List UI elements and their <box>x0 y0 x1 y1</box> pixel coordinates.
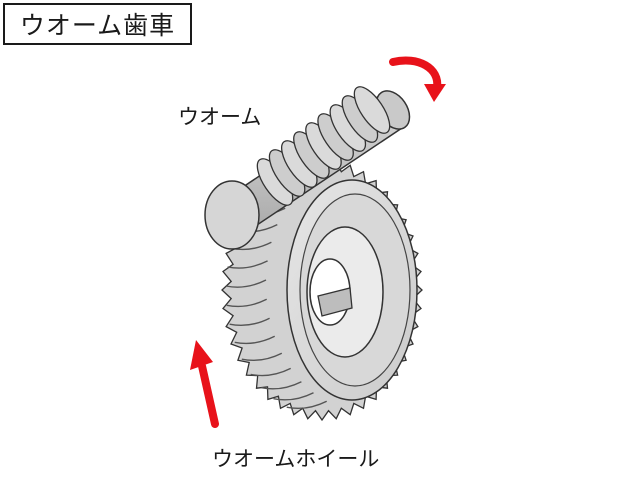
diagram-title: ウオーム歯車 <box>3 3 192 45</box>
worm-wheel-label: ウオームホイール <box>212 447 380 471</box>
worm <box>204 86 411 250</box>
wheel-tooth-stripe <box>226 298 268 308</box>
wheel-tooth-stripe <box>250 367 292 377</box>
wheel-tooth-stripe <box>273 392 314 401</box>
wheel-tooth-stripe <box>261 381 302 390</box>
worm-label: ウオーム <box>178 105 262 129</box>
worm-wheel <box>221 158 423 422</box>
wheel-tooth-stripe <box>229 317 270 327</box>
wheel-tooth-stripe <box>227 260 268 269</box>
worm-shaft-left-end <box>204 180 260 250</box>
wheel-tooth-stripe <box>241 352 283 362</box>
wheel-tooth-stripe <box>234 335 276 345</box>
wheel-keyway <box>317 287 353 317</box>
wheel-tooth-stripe <box>225 279 267 288</box>
curved-arrow-icon <box>389 56 446 102</box>
worm-threads <box>256 86 391 206</box>
wheel-tooth-stripe <box>286 400 328 410</box>
up-arrow-icon <box>190 340 219 428</box>
worm-thread <box>353 86 391 134</box>
